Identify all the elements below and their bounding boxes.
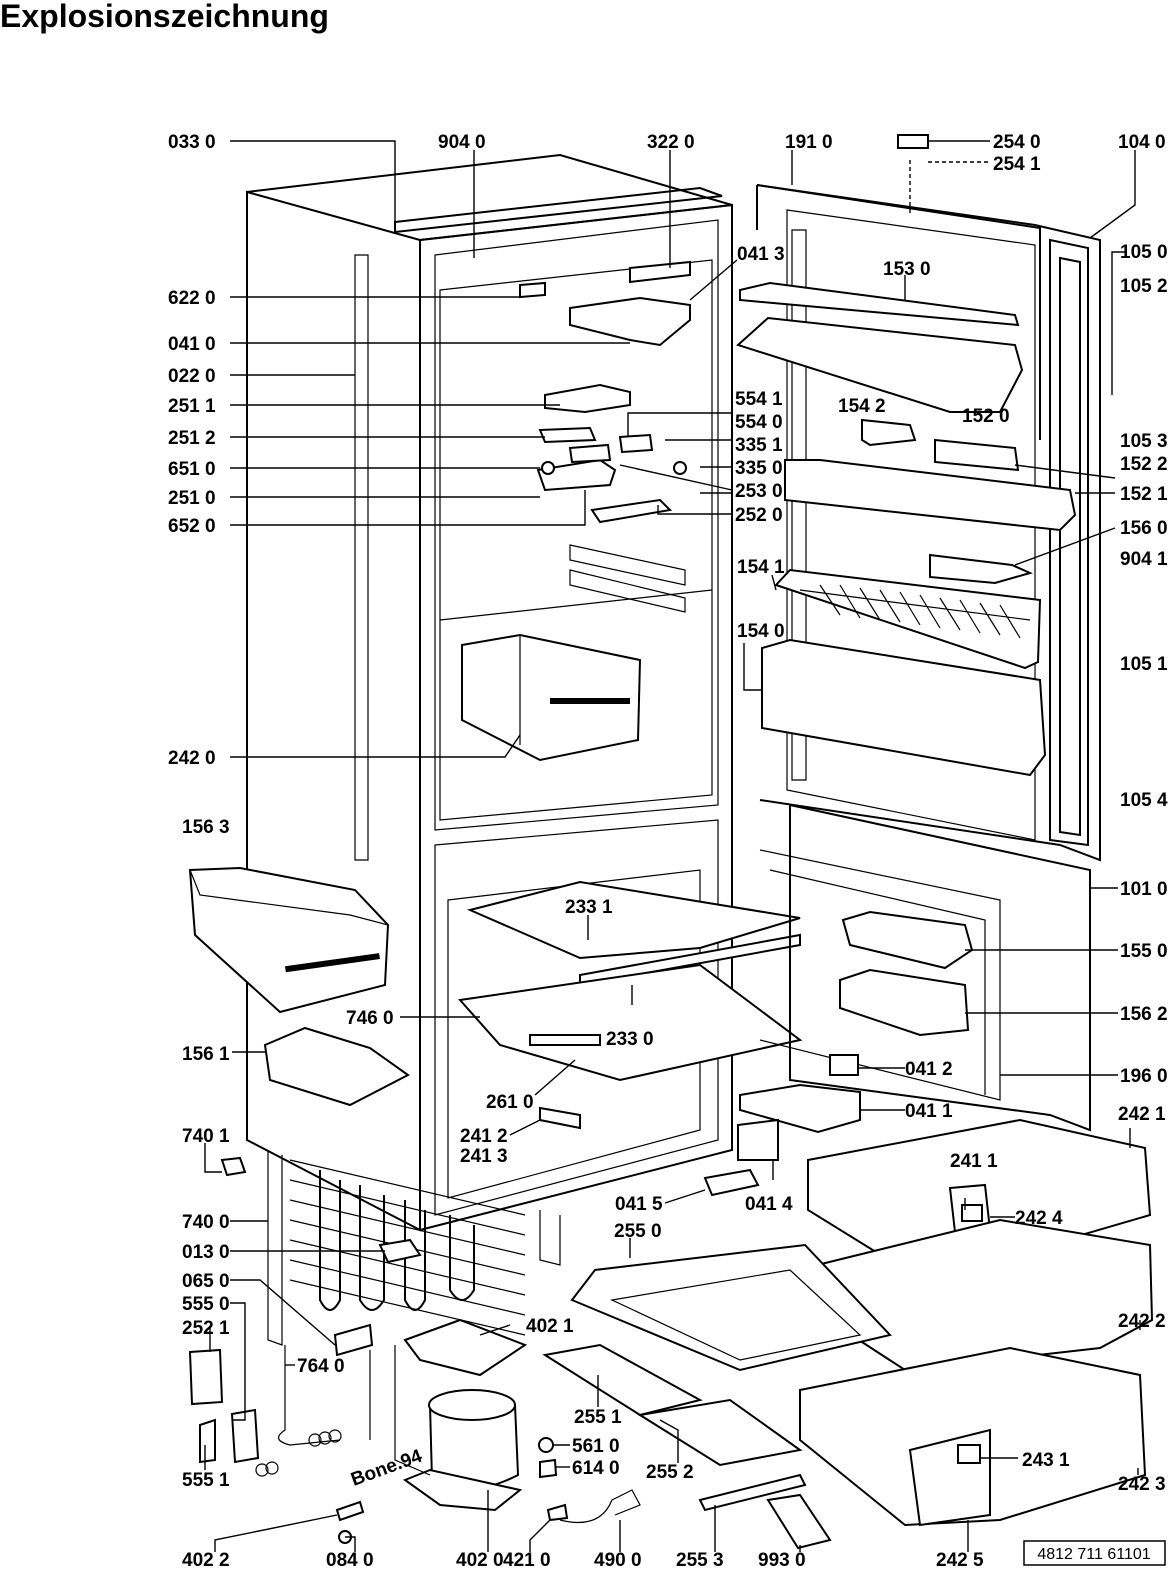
label-554-0: 554 0 <box>735 412 783 433</box>
document-number: 4812 711 61101 <box>1037 1546 1150 1563</box>
label-555-1: 555 1 <box>182 1470 230 1491</box>
label-322-0: 322 0 <box>647 132 695 153</box>
label-253-0-visible: 253 0 <box>735 481 783 502</box>
label-105-4: 105 4 <box>1120 790 1168 811</box>
label-065-0: 065 0 <box>182 1271 230 1292</box>
label-242-5: 242 5 <box>936 1550 984 1569</box>
label-156-3: 156 3 <box>182 817 230 838</box>
label-740-1: 740 1 <box>182 1126 230 1147</box>
freezer-door <box>759 803 1091 1132</box>
label-152-1-visible: 152 1 <box>1120 484 1168 505</box>
label-251-2: 251 2 <box>168 428 216 449</box>
label-993-0: 993 0 <box>758 1550 806 1569</box>
label-242-2: 242 2 <box>1118 1311 1166 1332</box>
label-154-1: 154 1 <box>737 557 785 578</box>
label-402-0: 402 0 <box>456 1550 504 1569</box>
label-242-3: 242 3 <box>1118 1474 1166 1495</box>
cabinet-body <box>246 153 733 1232</box>
leader-lines <box>204 140 1141 1552</box>
freezer-shelves <box>458 880 803 1130</box>
page-title: Explosionszeichnung <box>0 0 329 34</box>
label-041-5: 041 5 <box>615 1194 663 1215</box>
door-shelves <box>736 281 1077 777</box>
label-022-0: 022 0 <box>168 366 216 387</box>
label-243-1: 243 1 <box>1022 1450 1070 1471</box>
label-421-0: 421 0 <box>503 1550 551 1569</box>
label-242-4: 242 4 <box>1015 1208 1063 1229</box>
label-622-0: 622 0 <box>168 288 216 309</box>
label-101-0: 101 0 <box>1120 879 1168 900</box>
hinge-parts <box>519 134 929 524</box>
label-041-2: 041 2 <box>905 1059 953 1080</box>
label-233-1: 233 1 <box>565 897 613 918</box>
fridge-drawer <box>461 633 642 762</box>
label-233-0: 233 0 <box>606 1029 654 1050</box>
label-402-2: 402 2 <box>182 1550 230 1569</box>
label-104-0: 104 0 <box>1118 132 1166 153</box>
label-153-0: 153 0 <box>883 259 931 280</box>
label-196-0: 196 0 <box>1120 1066 1168 1087</box>
label-402-1: 402 1 <box>526 1316 574 1337</box>
label-152-2: 152 2 <box>1120 454 1168 475</box>
label-254-1: 254 1 <box>993 154 1041 175</box>
vegetable-drawers <box>799 1118 1154 1527</box>
label-335-1: 335 1 <box>735 435 783 456</box>
label-241-2: 241 2 <box>460 1126 508 1147</box>
label-013-0: 013 0 <box>182 1242 230 1263</box>
label-241-1: 241 1 <box>950 1151 998 1172</box>
label-252-0: 252 0 <box>735 505 783 526</box>
label-764-0: 764 0 <box>297 1356 345 1377</box>
crisper-cover <box>542 1243 892 1550</box>
label-041-1: 041 1 <box>905 1101 953 1122</box>
label-255-3: 255 3 <box>676 1550 724 1569</box>
label-152-0: 152 0 <box>962 406 1010 427</box>
label-041-4: 041 4 <box>745 1194 793 1215</box>
label-561-0: 561 0 <box>572 1436 620 1457</box>
label-651-0: 651 0 <box>168 459 216 480</box>
label-154-0: 154 0 <box>737 621 785 642</box>
label-652-0: 652 0 <box>168 516 216 537</box>
label-156-2: 156 2 <box>1120 1004 1168 1025</box>
label-105-0: 105 0 <box>1120 242 1168 263</box>
upper-door <box>756 184 1101 862</box>
label-904-1: 904 1 <box>1120 549 1168 570</box>
label-241-3: 241 3 <box>460 1146 508 1167</box>
label-554-1: 554 1 <box>735 389 783 410</box>
label-251-1: 251 1 <box>168 396 216 417</box>
label-335-0: 335 0 <box>735 458 783 479</box>
label-614-0: 614 0 <box>572 1458 620 1479</box>
label-242-1: 242 1 <box>1118 1104 1166 1125</box>
label-156-0: 156 0 <box>1120 518 1168 539</box>
label-105-2: 105 2 <box>1120 276 1168 297</box>
label-105-3: 105 3 <box>1120 431 1168 452</box>
label-746-0: 746 0 <box>346 1008 394 1029</box>
label-555-0: 555 0 <box>182 1294 230 1315</box>
label-252-1: 252 1 <box>182 1318 230 1339</box>
label-041-3: 041 3 <box>737 244 785 265</box>
label-255-1: 255 1 <box>574 1407 622 1428</box>
label-154-2: 154 2 <box>838 396 886 417</box>
lower-hinge <box>703 1054 861 1197</box>
label-033-0: 033 0 <box>168 132 216 153</box>
label-251-0: 251 0 <box>168 488 216 509</box>
label-255-2: 255 2 <box>646 1462 694 1483</box>
label-156-1: 156 1 <box>182 1044 230 1065</box>
label-084-0: 084 0 <box>326 1550 374 1569</box>
label-261-0: 261 0 <box>486 1092 534 1113</box>
label-740-0: 740 0 <box>182 1212 230 1233</box>
compressor-assembly <box>188 1238 641 1544</box>
label-242-0: 242 0 <box>168 748 216 769</box>
label-904-0: 904 0 <box>438 132 486 153</box>
label-254-0: 254 0 <box>993 132 1041 153</box>
label-041-0: 041 0 <box>168 334 216 355</box>
label-191-0: 191 0 <box>785 132 833 153</box>
ice-boxes <box>188 866 410 1177</box>
label-490-0: 490 0 <box>594 1550 642 1569</box>
document-number-box: 4812 711 61101 <box>1023 1540 1166 1566</box>
label-105-1: 105 1 <box>1120 654 1168 675</box>
label-155-0: 155 0 <box>1120 941 1168 962</box>
label-255-0: 255 0 <box>614 1221 662 1242</box>
